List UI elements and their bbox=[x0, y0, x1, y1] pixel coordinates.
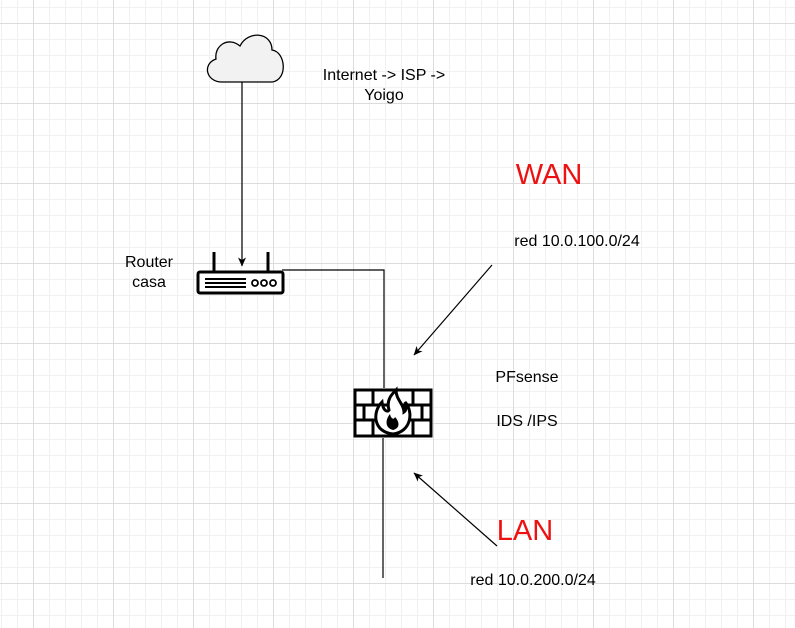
router-label: Router casa bbox=[112, 253, 186, 293]
wan-title: WAN bbox=[515, 159, 583, 191]
pfsense-label: PFsense bbox=[495, 369, 559, 386]
router-label-line1: Router bbox=[124, 254, 174, 271]
router-icon bbox=[196, 252, 285, 295]
firewall-icon bbox=[353, 386, 433, 438]
router-firewall-link bbox=[282, 269, 385, 388]
lan-network-label: red 10.0.200.0/24 bbox=[470, 572, 596, 589]
internet-label-line1: Internet -> ISP -> bbox=[322, 67, 446, 84]
internet-label-line2: Yoigo bbox=[364, 87, 404, 104]
lan-title: LAN bbox=[496, 515, 554, 547]
wan-network-label: red 10.0.100.0/24 bbox=[514, 233, 640, 250]
ids-ips-label: IDS /IPS bbox=[496, 413, 558, 430]
internet-label: Internet -> ISP -> Yoigo bbox=[296, 66, 472, 106]
cloud-icon bbox=[206, 34, 284, 83]
lan-pointer-arrow bbox=[413, 472, 498, 547]
router-label-line2: casa bbox=[132, 274, 166, 291]
wan-pointer-arrow bbox=[413, 264, 493, 356]
